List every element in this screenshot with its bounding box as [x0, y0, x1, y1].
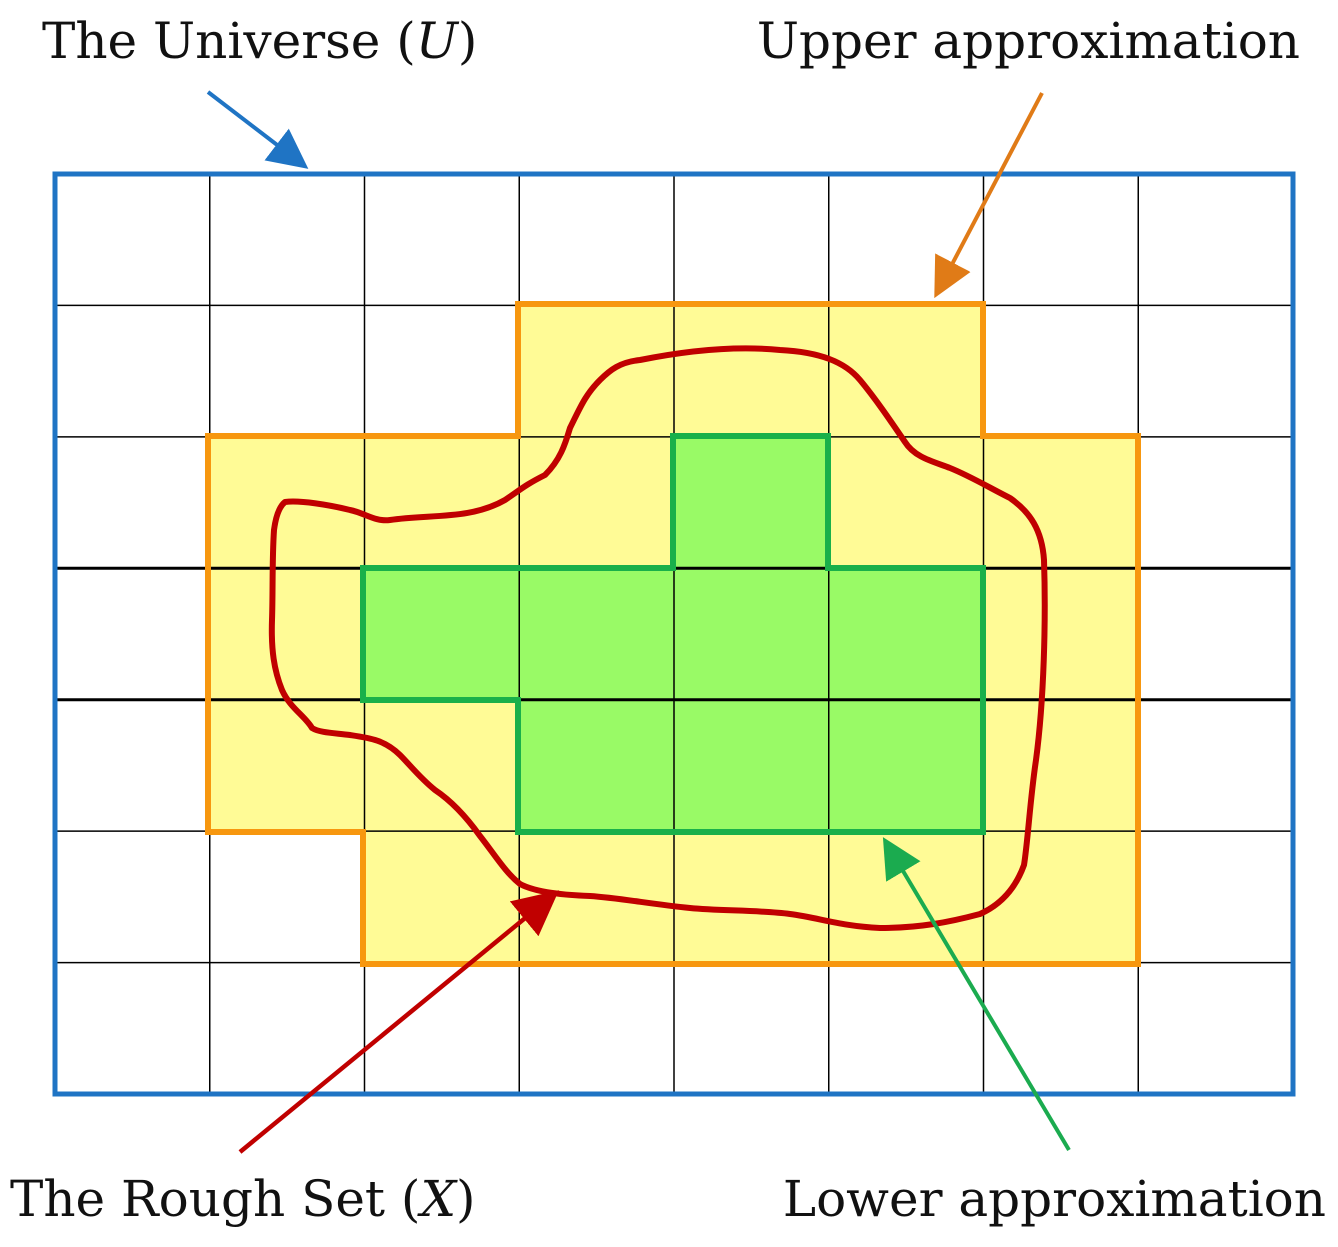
upper-approximation-arrow: [934, 92, 1044, 299]
rough-set-arrow: [238, 890, 559, 1154]
rough-set-curve: [268, 345, 1048, 931]
universe-arrow: [206, 90, 309, 169]
rough-set-label: The Rough Set (X): [10, 1170, 476, 1228]
lower-approximation-arrow: [882, 837, 1071, 1152]
upper-approximation-border: [205, 301, 1141, 967]
universe-border: [52, 171, 1296, 1097]
universe-label: The Universe (U): [42, 12, 477, 70]
lower-approximation-label: Lower approximation: [783, 1170, 1326, 1228]
lower-approximation-border: [360, 433, 986, 835]
upper-approximation-label: Upper approximation: [757, 12, 1300, 70]
